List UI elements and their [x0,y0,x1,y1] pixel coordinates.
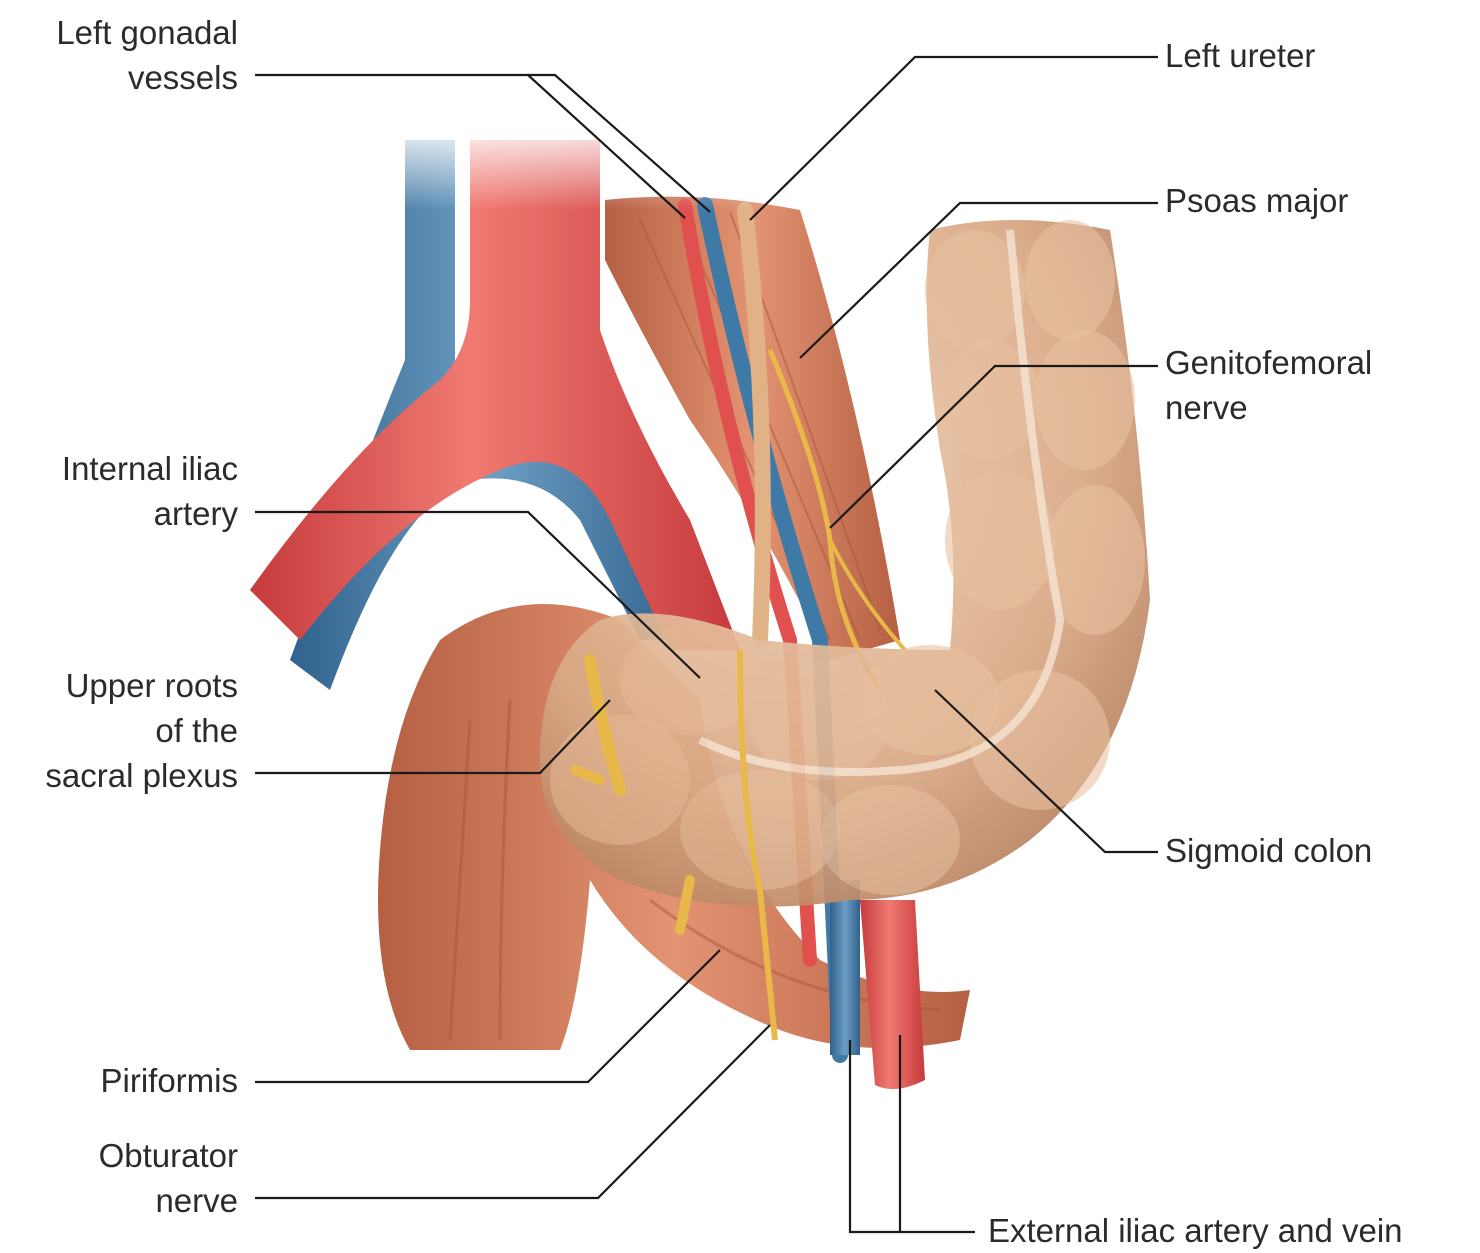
label-line: Internal iliac [62,446,238,491]
label-line: External iliac artery and vein [988,1208,1403,1253]
label-upper-roots-sacral-plexus: Upper roots of the sacral plexus [45,663,238,798]
label-line: Piriformis [101,1058,239,1103]
label-line: sacral plexus [45,753,238,798]
label-line: artery [62,491,238,536]
leader-obturator-nerve [255,1025,770,1198]
label-line: Genitofemoral [1165,340,1372,385]
label-left-ureter: Left ureter [1165,33,1315,78]
label-line: nerve [1165,385,1372,430]
label-left-gonadal-vessels: Left gonadal vessels [56,10,238,100]
label-genitofemoral-nerve: Genitofemoral nerve [1165,340,1372,430]
label-obturator-nerve: Obturator nerve [99,1133,238,1223]
label-line: Sigmoid colon [1165,828,1372,873]
label-sigmoid-colon: Sigmoid colon [1165,828,1372,873]
label-psoas-major: Psoas major [1165,178,1348,223]
label-line: Obturator [99,1133,238,1178]
label-line: Left ureter [1165,33,1315,78]
label-piriformis: Piriformis [101,1058,239,1103]
label-line: vessels [56,55,238,100]
label-external-iliac-artery-and-vein: External iliac artery and vein [988,1208,1403,1253]
label-line: Upper roots [45,663,238,708]
label-internal-iliac-artery: Internal iliac artery [62,446,238,536]
label-line: nerve [99,1178,238,1223]
label-line: Left gonadal [56,10,238,55]
label-line: of the [45,708,238,753]
label-line: Psoas major [1165,178,1348,223]
